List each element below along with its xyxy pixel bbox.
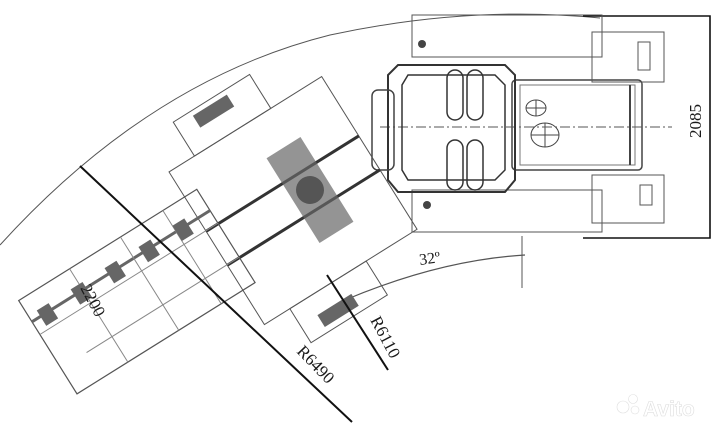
angle-32: 32º [418,249,441,269]
radius-line-outer [79,165,353,423]
outer-turning-arc [0,13,601,246]
implement [17,188,256,395]
angle-arc [344,254,526,301]
avito-logo-text: Avito [643,398,695,421]
dimension-2085: 2085 [686,104,705,138]
radius-line-inner [326,274,389,371]
cabin [371,64,516,193]
avito-watermark: Avito [616,394,695,421]
rear-unit [168,73,418,344]
